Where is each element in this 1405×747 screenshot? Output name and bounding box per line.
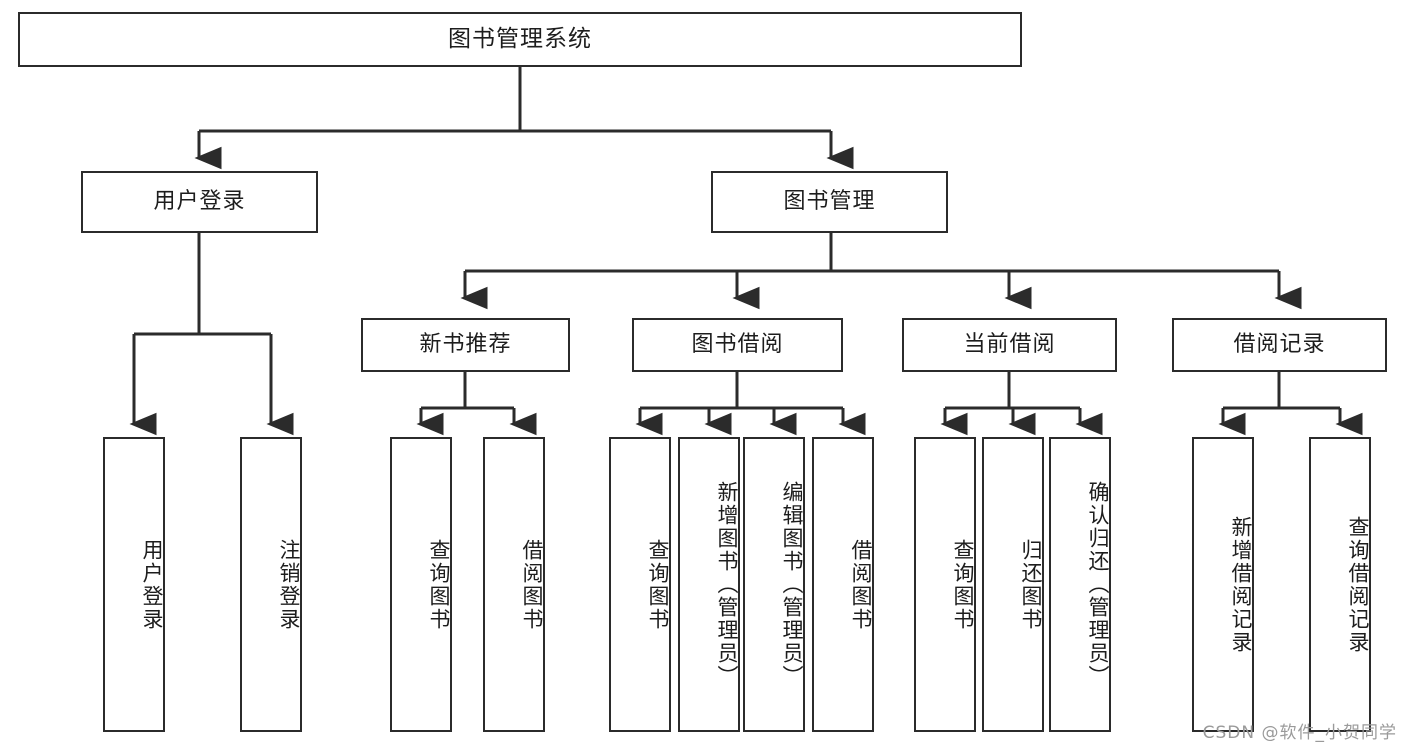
node-label: 编辑图书（管理员） <box>780 481 804 688</box>
leaf-logout-login[interactable]: 注销登录 <box>240 437 302 732</box>
node-label: 图书管理系统 <box>448 25 592 52</box>
node-label: 新书推荐 <box>419 331 512 357</box>
node-label: 查询图书 <box>951 538 975 631</box>
node-label: 查询图书 <box>646 538 670 631</box>
node-label: 查询图书 <box>427 538 451 631</box>
node-label: 注销登录 <box>277 538 301 631</box>
node-book-manage[interactable]: 图书管理 <box>711 171 948 233</box>
node-label: 新增图书（管理员） <box>715 481 739 688</box>
leaf-add-record[interactable]: 新增借阅记录 <box>1192 437 1254 732</box>
node-label: 借阅图书 <box>849 538 873 631</box>
leaf-borrow-book-2[interactable]: 借阅图书 <box>812 437 874 732</box>
node-borrow-record[interactable]: 借阅记录 <box>1172 318 1387 372</box>
leaf-query-book-2[interactable]: 查询图书 <box>609 437 671 732</box>
node-label: 用户登录 <box>153 188 246 214</box>
node-label: 借阅图书 <box>520 538 544 631</box>
node-label: 用户登录 <box>140 538 164 631</box>
leaf-user-login[interactable]: 用户登录 <box>103 437 165 732</box>
leaf-edit-book[interactable]: 编辑图书（管理员） <box>743 437 805 732</box>
leaf-return-book[interactable]: 归还图书 <box>982 437 1044 732</box>
leaf-add-book[interactable]: 新增图书（管理员） <box>678 437 740 732</box>
leaf-borrow-book-1[interactable]: 借阅图书 <box>483 437 545 732</box>
node-user-login[interactable]: 用户登录 <box>81 171 318 233</box>
node-label: 借阅记录 <box>1233 331 1326 357</box>
node-label: 当前借阅 <box>963 331 1056 357</box>
node-label: 新增借阅记录 <box>1229 515 1253 654</box>
leaf-query-book-3[interactable]: 查询图书 <box>914 437 976 732</box>
node-new-book-rec[interactable]: 新书推荐 <box>361 318 570 372</box>
leaf-query-record[interactable]: 查询借阅记录 <box>1309 437 1371 732</box>
node-label: 归还图书 <box>1019 538 1043 631</box>
node-label: 确认归还（管理员） <box>1086 481 1110 688</box>
watermark-text: CSDN @软件_小贺同学 <box>1202 723 1397 743</box>
node-label: 查询借阅记录 <box>1346 515 1370 654</box>
node-book-borrow[interactable]: 图书借阅 <box>632 318 843 372</box>
node-label: 图书借阅 <box>691 331 784 357</box>
node-root-system[interactable]: 图书管理系统 <box>18 12 1022 67</box>
node-current-borrow[interactable]: 当前借阅 <box>902 318 1117 372</box>
leaf-query-book-1[interactable]: 查询图书 <box>390 437 452 732</box>
node-label: 图书管理 <box>783 188 876 214</box>
leaf-confirm-return[interactable]: 确认归还（管理员） <box>1049 437 1111 732</box>
